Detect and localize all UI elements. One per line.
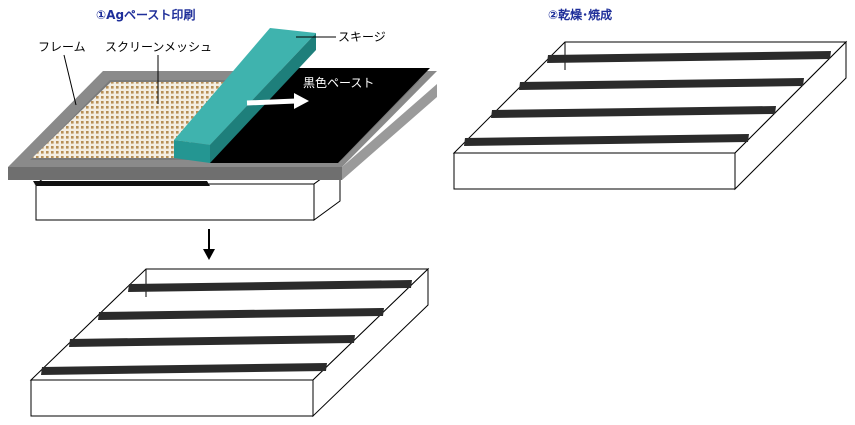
printed-stripes	[41, 280, 412, 375]
squeegee	[174, 28, 316, 163]
fired-substrate	[452, 40, 848, 191]
black-paste-area	[210, 68, 430, 163]
squeegee-label: スキージ	[338, 30, 386, 44]
black-paste-label: 黒色ペースト	[303, 76, 374, 90]
fired-stripes	[464, 51, 831, 146]
down-arrow	[203, 229, 215, 260]
frame-label: フレーム	[38, 40, 86, 54]
screen-mesh-label: スクリーンメッシュ	[105, 40, 212, 54]
printed-substrate	[29, 267, 430, 418]
squeegee-direction-arrow	[246, 93, 309, 109]
frame-leader-line	[63, 54, 77, 106]
step2-title: ②乾燥･焼成	[548, 7, 612, 22]
step1-title: ①Agペースト印刷	[96, 8, 195, 22]
